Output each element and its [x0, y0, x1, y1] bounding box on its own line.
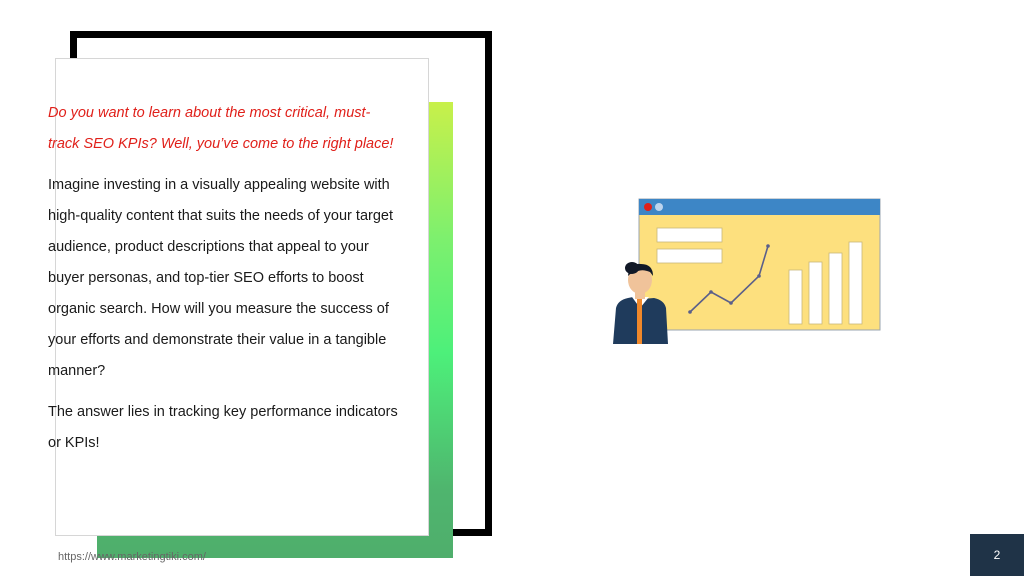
- text-card: [55, 58, 429, 536]
- body-paragraph-1: Imagine investing in a visually appealin…: [48, 177, 393, 379]
- presenter-person-icon: [613, 262, 668, 344]
- body-paragraph-2: The answer lies in tracking key performa…: [48, 404, 398, 451]
- footer-url[interactable]: https://www.marketingtiki.com/: [58, 551, 206, 563]
- page-number-badge: 2: [970, 534, 1024, 576]
- browser-window-icon: [638, 198, 881, 331]
- slide-body-text: Do you want to learn about the most crit…: [48, 98, 398, 469]
- intro-question: Do you want to learn about the most crit…: [48, 105, 394, 152]
- analytics-presenter-illustration: [613, 198, 881, 344]
